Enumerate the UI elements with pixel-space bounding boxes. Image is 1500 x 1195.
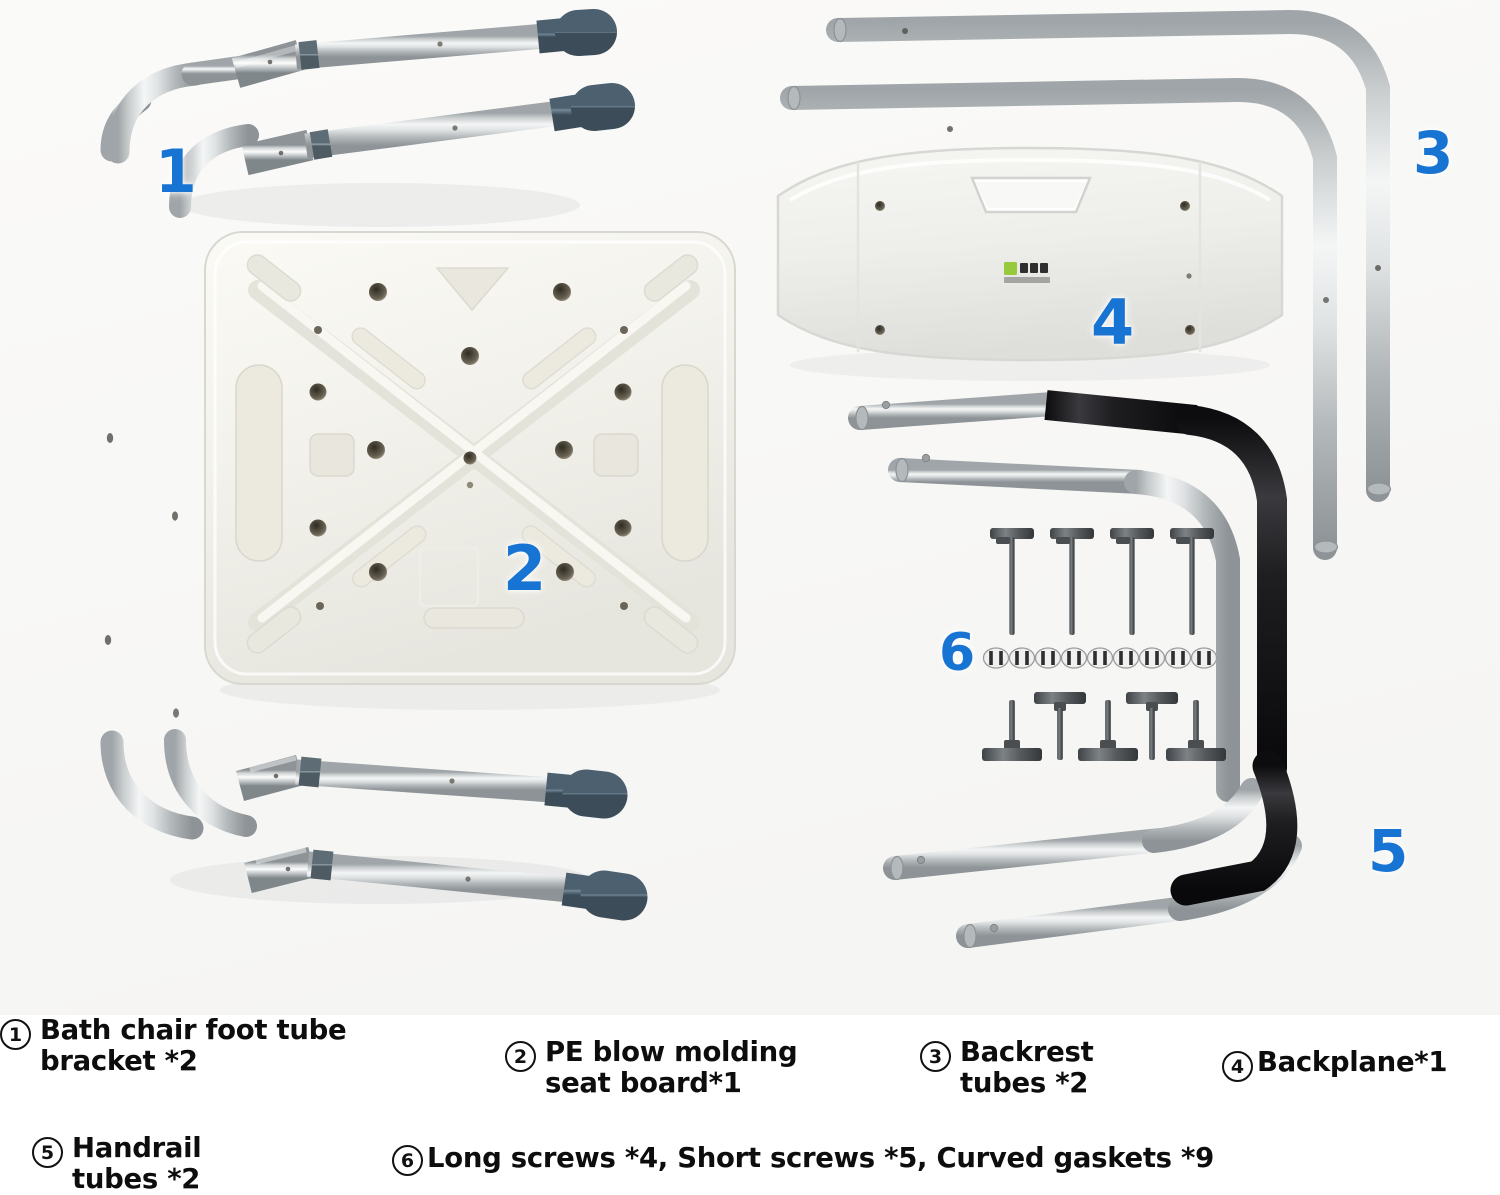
part-backplane bbox=[776, 146, 1284, 381]
backrest-tube-1 bbox=[826, 9, 1390, 502]
legend-item-5: 5 Handrail tubes *2 bbox=[32, 1132, 202, 1195]
callout-number-5: 5 bbox=[1368, 817, 1409, 885]
legend-item-6: 6 Long screws *4, Short screws *5, Curve… bbox=[392, 1143, 1214, 1176]
legend-number-1: 1 bbox=[0, 1019, 31, 1050]
callout-number-2: 2 bbox=[503, 532, 547, 605]
curved-gaskets bbox=[982, 647, 1218, 669]
legend-item-1: 1 Bath chair foot tube bracket *2 bbox=[0, 1015, 1500, 1077]
parts-legend: 1 Bath chair foot tube bracket *2 2 PE b… bbox=[0, 1015, 1500, 1195]
foot-tube-lower-1 bbox=[236, 755, 628, 819]
legend-number-5: 5 bbox=[32, 1137, 63, 1168]
legend-label-6: Long screws *4, Short screws *5, Curved … bbox=[427, 1142, 1214, 1174]
callout-number-3: 3 bbox=[1413, 119, 1454, 187]
legend-label-4: Backplane*1 bbox=[1257, 1046, 1448, 1078]
callout-number-6: 6 bbox=[939, 623, 976, 683]
legend-number-2: 2 bbox=[505, 1041, 536, 1072]
legend-label-1: Bath chair foot tube bracket *2 bbox=[40, 1014, 347, 1077]
seat-slot-right bbox=[661, 364, 709, 562]
legend-number-4: 4 bbox=[1222, 1051, 1253, 1082]
callout-number-1: 1 bbox=[155, 137, 197, 207]
parts-diagram-canvas: 1 2 3 4 5 6 bbox=[0, 0, 1500, 1015]
backplane-body bbox=[776, 146, 1284, 362]
legend-item-3: 3 Backrest tubes *2 bbox=[920, 1036, 1094, 1099]
backplane-mounting-holes bbox=[875, 201, 1195, 335]
foot-tube-upper-1 bbox=[231, 9, 617, 88]
foot-tube-lower-2 bbox=[244, 846, 648, 921]
short-screws bbox=[982, 692, 1226, 761]
seat-slot-left bbox=[235, 364, 283, 562]
legend-label-3: Backrest tubes *2 bbox=[960, 1036, 1094, 1099]
part-backrest-tubes bbox=[780, 9, 1392, 560]
foot-tube-upper-2 bbox=[241, 83, 635, 176]
legend-number-3: 3 bbox=[920, 1041, 951, 1072]
part-seat-board bbox=[204, 231, 736, 710]
handrail-tube-1 bbox=[848, 390, 1287, 783]
legend-label-2: PE blow molding seat board*1 bbox=[545, 1036, 798, 1099]
part-handrail-tubes bbox=[848, 390, 1302, 949]
seat-triangle-recess bbox=[435, 267, 510, 312]
backrest-tube-2 bbox=[780, 77, 1337, 560]
part-foot-tube-bracket-group bbox=[100, 9, 648, 921]
legend-label-5: Handrail tubes *2 bbox=[72, 1132, 202, 1195]
legend-item-2: 2 PE blow molding seat board*1 bbox=[505, 1036, 798, 1099]
callout-number-4: 4 bbox=[1091, 286, 1135, 359]
part-hardware-group bbox=[982, 528, 1226, 761]
seat-drain-holes bbox=[309, 283, 632, 610]
brand-logo bbox=[1004, 262, 1050, 283]
legend-number-6: 6 bbox=[392, 1145, 423, 1176]
handrail-tube-2 bbox=[888, 453, 1240, 802]
legend-item-4: 4 Backplane*1 bbox=[1222, 1046, 1448, 1082]
long-screws bbox=[990, 528, 1214, 635]
